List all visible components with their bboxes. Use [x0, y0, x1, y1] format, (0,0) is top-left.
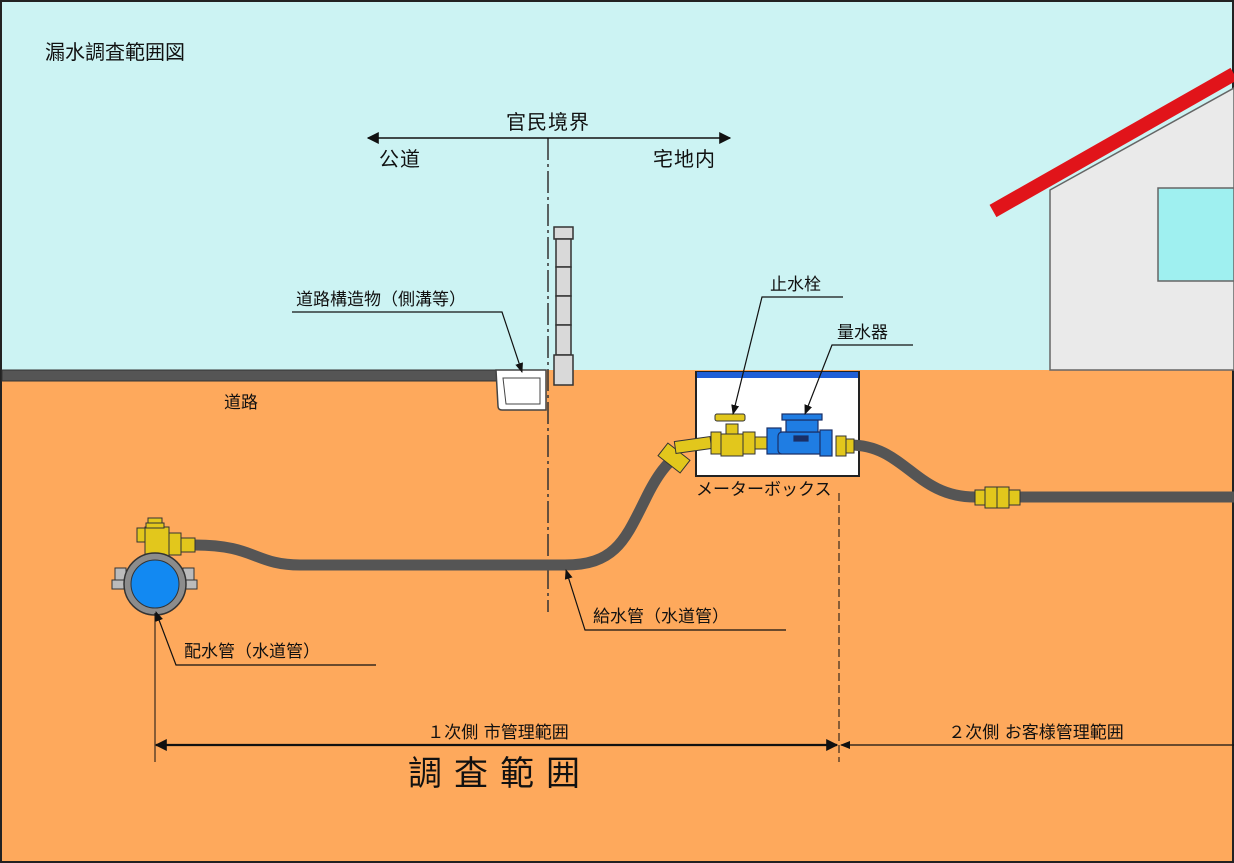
distribution-main [111, 552, 198, 616]
meter-box [695, 371, 860, 477]
distribution-main-pipe [130, 559, 180, 609]
house-wall [1049, 87, 1234, 371]
road-surface [1, 369, 503, 382]
gutter [495, 369, 547, 411]
primary-range-label: １次側 市管理範囲 [427, 723, 568, 743]
boundary-label: 官民境界 [506, 110, 590, 134]
leader-road-structure [292, 311, 523, 373]
ground-area [0, 370, 1234, 863]
road-label: 道路 [224, 393, 258, 413]
public-road-label: 公道 [379, 147, 421, 171]
fitting-outlet [835, 435, 855, 457]
meter-box-lid [697, 372, 858, 378]
house-window [1157, 187, 1234, 282]
investigation-range-label: 調査範囲 [408, 754, 592, 794]
service-pipe [194, 450, 682, 571]
fitting-at-main [136, 517, 196, 558]
meter-box-label: メーターボックス [696, 480, 832, 500]
leader-distribution-main [155, 611, 376, 666]
leader-water-meter [804, 344, 913, 415]
leader-service-pipe [564, 569, 786, 631]
diagram-title: 漏水調査範囲図 [45, 40, 185, 64]
road-structure-label: 道路構造物（側溝等） [296, 290, 466, 310]
water-meter [766, 413, 833, 457]
stop-valve-label: 止水栓 [770, 275, 821, 295]
distribution-main-label: 配水管（水道管） [184, 642, 320, 662]
house [989, 67, 1234, 371]
water-meter-label: 量水器 [837, 323, 888, 343]
house-roof [989, 67, 1234, 218]
service-pipe-label: 給水管（水道管） [593, 607, 729, 627]
private-land-label: 宅地内 [653, 147, 716, 171]
leader-stop-valve [731, 296, 843, 415]
block-wall [553, 226, 574, 386]
service-pipe-outlet [849, 439, 976, 503]
stop-valve [673, 413, 770, 457]
fitting-house-union [974, 486, 1021, 509]
secondary-range-label: ２次側 お客様管理範囲 [948, 723, 1123, 743]
